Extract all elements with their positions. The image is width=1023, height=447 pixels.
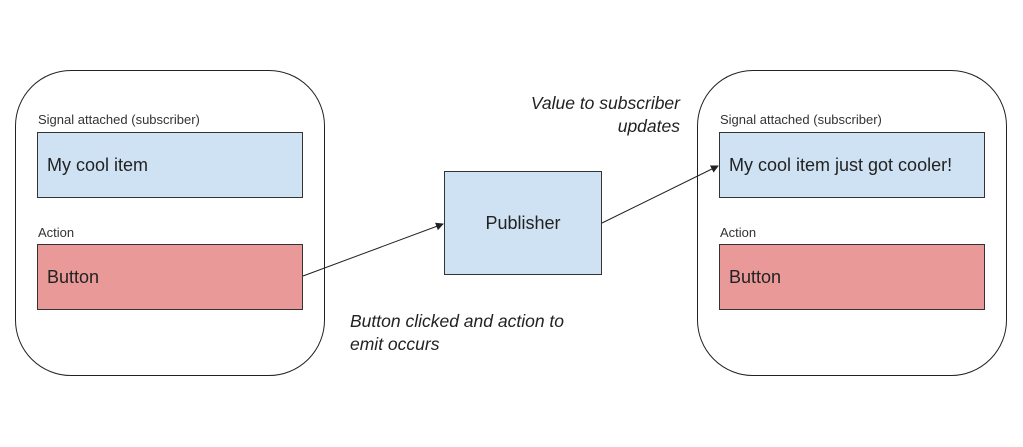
left-signal-caption: Signal attached (subscriber) xyxy=(38,112,200,127)
left-component-panel xyxy=(15,70,325,376)
left-button-box[interactable]: Button xyxy=(37,244,303,310)
value-update-note-line2: updates xyxy=(617,116,680,136)
right-subscriber-box: My cool item just got cooler! xyxy=(719,132,985,198)
right-component-panel xyxy=(697,70,1007,376)
left-subscriber-box: My cool item xyxy=(37,132,303,198)
publisher-to-subscriber-arrow xyxy=(601,165,719,224)
button-click-note: Button clicked and action to emit occurs xyxy=(350,310,564,356)
right-action-caption: Action xyxy=(720,225,757,240)
value-update-note: Value to subscriber updates xyxy=(480,92,680,138)
value-update-note-line1: Value to subscriber xyxy=(530,93,680,113)
left-action-caption: Action xyxy=(38,225,75,240)
right-signal-caption: Signal attached (subscriber) xyxy=(720,112,882,127)
button-to-publisher-arrow xyxy=(302,222,444,277)
right-button-box[interactable]: Button xyxy=(719,244,985,310)
button-click-note-line1: Button clicked and action to xyxy=(350,311,565,331)
button-click-note-line2: emit occurs xyxy=(350,334,440,354)
publisher-box: Publisher xyxy=(444,171,602,275)
